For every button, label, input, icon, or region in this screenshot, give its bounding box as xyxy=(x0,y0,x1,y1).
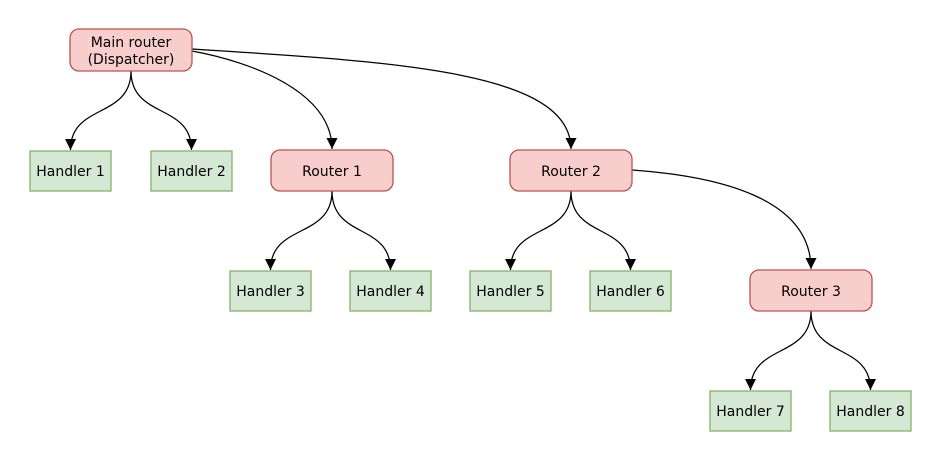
edge-router-2-to-handler-6 xyxy=(570,190,637,271)
edge-main-router-to-handler-1 xyxy=(64,70,132,151)
node-handler-2: Handler 2 xyxy=(150,150,233,192)
edge-router-3-to-handler-7 xyxy=(744,310,812,391)
router-3-box xyxy=(749,269,873,312)
handler-6-box xyxy=(589,270,672,312)
handler-1-label: Handler 1 xyxy=(36,164,104,180)
handler-8-label: Handler 8 xyxy=(836,404,904,420)
edge-layer xyxy=(64,48,877,391)
node-handler-6: Handler 6 xyxy=(589,270,672,312)
handler-3-box xyxy=(229,270,312,312)
router-1-box xyxy=(270,149,394,192)
handler-1-box xyxy=(29,150,112,192)
handler-2-label: Handler 2 xyxy=(157,164,225,180)
main-router-label-line2: (Dispatcher) xyxy=(88,52,175,68)
node-handler-1: Handler 1 xyxy=(29,150,112,192)
node-layer: Main router (Dispatcher) Handler 1 Handl… xyxy=(29,28,912,432)
handler-4-label: Handler 4 xyxy=(356,284,425,300)
router-2-box xyxy=(509,149,633,192)
handler-3-label: Handler 3 xyxy=(236,284,304,300)
edge-router-1-to-handler-4 xyxy=(331,190,397,271)
node-router-3: Router 3 xyxy=(749,269,873,312)
node-handler-4: Handler 4 xyxy=(349,270,432,312)
edge-main-router-to-handler-2 xyxy=(130,70,198,151)
edge-main-router-to-router-2 xyxy=(191,48,577,150)
node-handler-5: Handler 5 xyxy=(469,270,552,312)
handler-8-box xyxy=(829,390,912,432)
edge-router-1-to-handler-3 xyxy=(264,190,333,271)
handler-6-label: Handler 6 xyxy=(596,284,665,300)
node-handler-8: Handler 8 xyxy=(829,390,912,432)
edge-router-2-to-router-3 xyxy=(631,169,817,270)
main-router-label-line1: Main router xyxy=(91,35,172,51)
handler-7-label: Handler 7 xyxy=(716,404,784,420)
router-3-label: Router 3 xyxy=(781,284,841,300)
edge-router-2-to-handler-5 xyxy=(504,190,572,271)
handler-7-box xyxy=(709,390,792,432)
main-router-box xyxy=(69,28,193,72)
node-handler-3: Handler 3 xyxy=(229,270,312,312)
router-2-label: Router 2 xyxy=(541,164,601,180)
handler-5-box xyxy=(469,270,552,312)
edge-main-router-to-router-1 xyxy=(191,50,338,150)
node-handler-7: Handler 7 xyxy=(709,390,792,432)
handler-5-label: Handler 5 xyxy=(476,284,544,300)
node-router-2: Router 2 xyxy=(509,149,633,192)
node-router-1: Router 1 xyxy=(270,149,394,192)
router-1-label: Router 1 xyxy=(302,164,362,180)
edge-router-3-to-handler-8 xyxy=(810,310,877,391)
handler-4-box xyxy=(349,270,432,312)
node-main-router: Main router (Dispatcher) xyxy=(69,28,193,72)
handler-2-box xyxy=(150,150,233,192)
